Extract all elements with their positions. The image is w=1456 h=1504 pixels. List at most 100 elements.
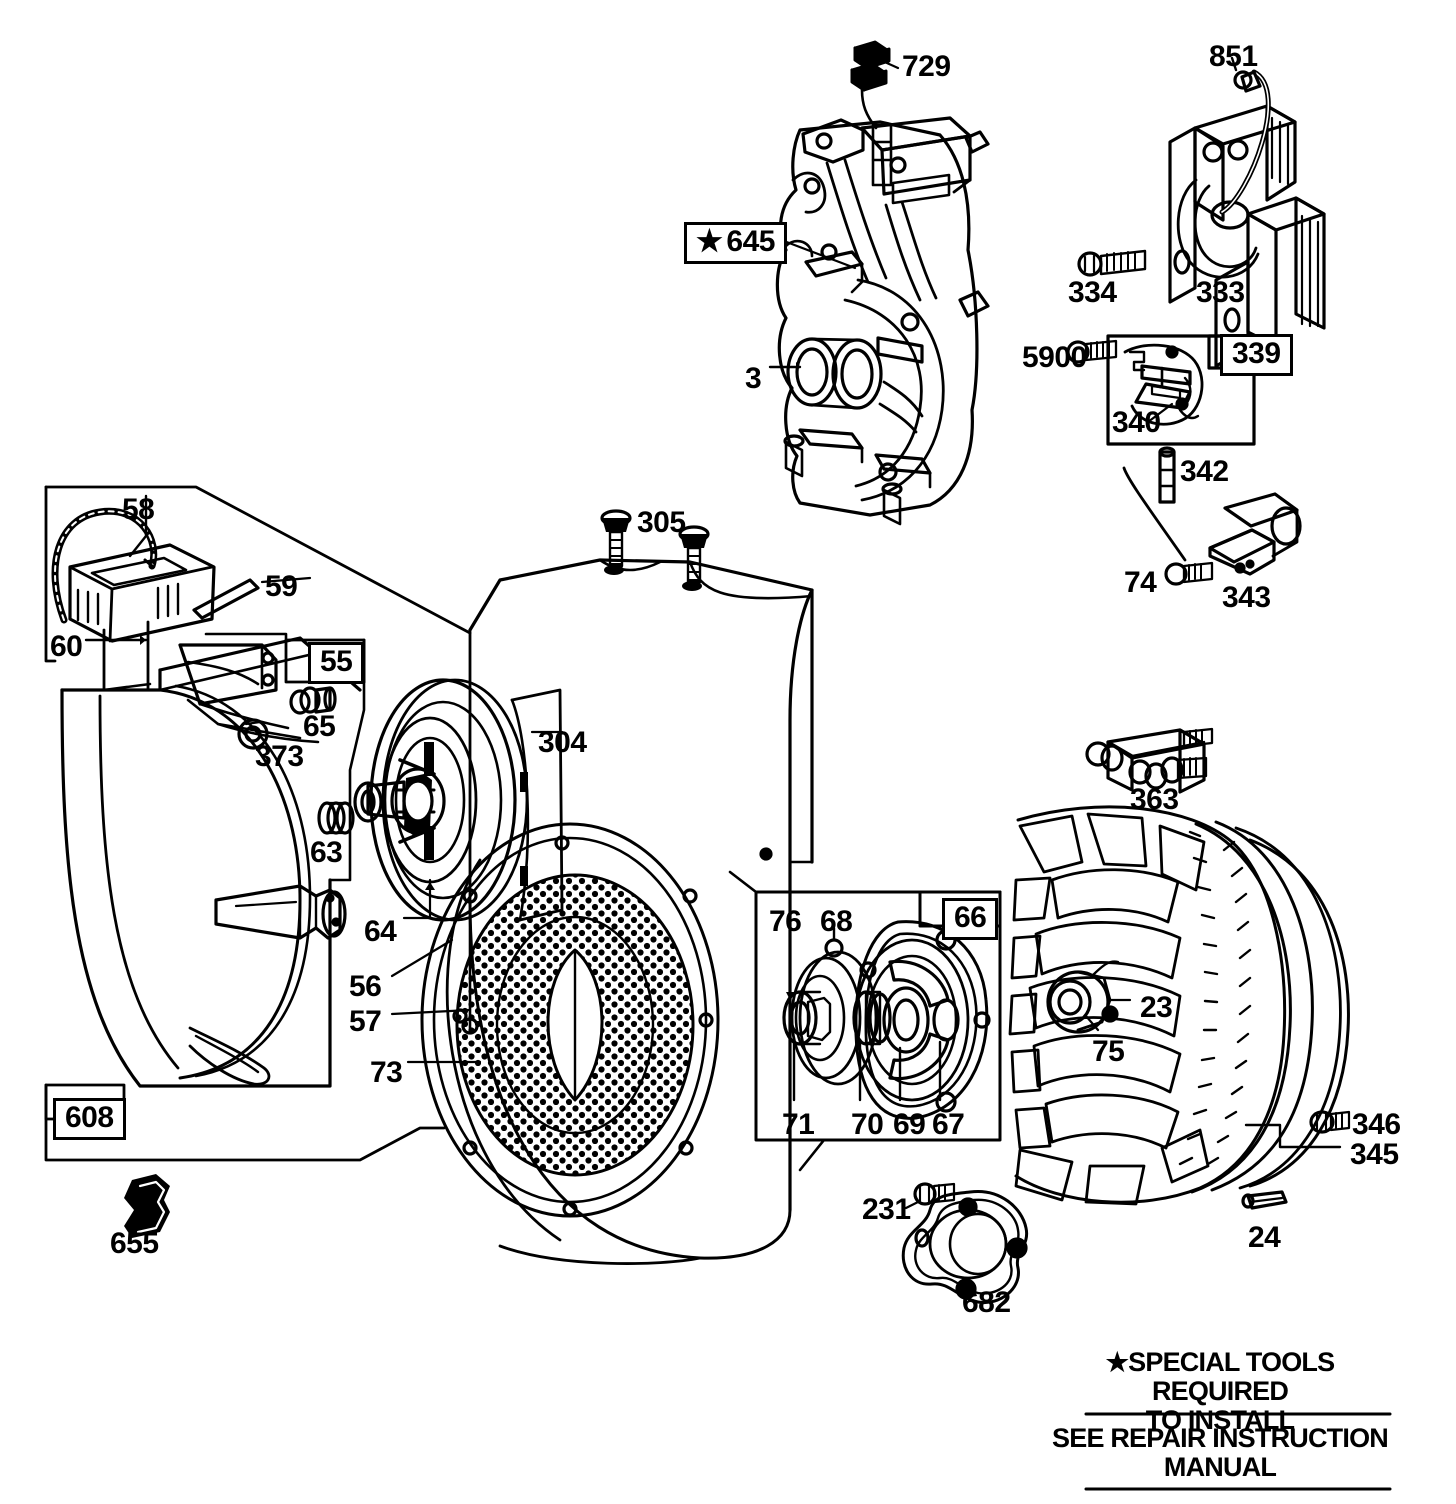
part-333-ignition-coil — [1168, 56, 1326, 368]
legend-special-tools: ★SPECIAL TOOLS REQUIRED TO INSTALL — [1040, 1347, 1400, 1436]
callout-63: 63 — [310, 836, 343, 869]
callout-231: 231 — [862, 1195, 911, 1225]
star-icon: ★ — [696, 225, 723, 258]
callout-5900: 5900 — [1022, 343, 1087, 373]
star-icon: ★ — [1105, 1347, 1129, 1377]
part-65-screw — [289, 686, 337, 715]
callout-23: 23 — [1140, 991, 1173, 1024]
part-24-flywheel-key — [1241, 1190, 1288, 1210]
part-343-condenser — [1122, 466, 1302, 576]
legend-line-2: TO INSTALL — [1145, 1405, 1295, 1436]
callout-3: 3 — [745, 362, 762, 395]
callout-number: 23 — [1140, 991, 1173, 1024]
part-373-nut — [237, 718, 269, 750]
part-304-rewind-pulley — [353, 678, 564, 922]
callout-number: 608 — [65, 1101, 114, 1134]
callout-number: 305 — [637, 506, 686, 539]
callout-75: 75 — [1092, 1035, 1125, 1068]
callout-682: 682 — [962, 1288, 1011, 1318]
callout-number: 373 — [255, 740, 304, 773]
engine-block-645 — [775, 116, 990, 526]
callout-number: 70 — [851, 1108, 884, 1141]
callout-24: 24 — [1248, 1221, 1281, 1254]
callout-333: 333 — [1196, 278, 1245, 308]
callout-number: 75 — [1092, 1035, 1125, 1068]
callout-58: 58 — [122, 493, 155, 526]
callout-345: 345 — [1350, 1140, 1399, 1170]
part-231-screw — [904, 1182, 956, 1210]
callout-65: 65 — [303, 712, 336, 742]
callout-70: 70 — [851, 1108, 884, 1141]
callout-number: 58 — [122, 493, 155, 526]
callout-number: 63 — [310, 836, 343, 869]
callout-68: 68 — [820, 905, 853, 938]
callout-number: 73 — [370, 1056, 403, 1089]
callout-number: 67 — [932, 1108, 965, 1141]
callout-number: 339 — [1232, 337, 1281, 370]
callout-851: 851 — [1209, 42, 1258, 72]
legend-line-1: SPECIAL TOOLS REQUIRED — [1128, 1347, 1335, 1407]
callout-number: 729 — [902, 50, 951, 83]
callout-655: 655 — [110, 1229, 159, 1259]
callout-645: ★645 — [684, 222, 787, 264]
part-63-washers — [317, 801, 355, 835]
callout-number: 24 — [1248, 1221, 1281, 1254]
callout-number: 68 — [820, 905, 853, 938]
callout-number: 69 — [893, 1108, 926, 1141]
legend-line-4: MANUAL — [1163, 1452, 1277, 1483]
callout-71: 71 — [782, 1108, 815, 1141]
callout-number: 645 — [726, 225, 775, 258]
callout-number: 231 — [862, 1193, 911, 1226]
callout-373: 373 — [255, 742, 304, 772]
callout-608: 608 — [53, 1098, 126, 1140]
callout-number: 682 — [962, 1286, 1011, 1319]
callout-number: 346 — [1352, 1108, 1401, 1141]
part-304-blower-housing — [420, 558, 814, 1265]
part-363-starter-clutch — [1085, 727, 1214, 794]
callout-number: 57 — [349, 1005, 382, 1038]
callout-67: 67 — [932, 1108, 965, 1141]
callout-number: 71 — [782, 1108, 815, 1141]
callout-60: 60 — [50, 632, 83, 662]
callout-66: 66 — [942, 898, 999, 940]
callout-number: 55 — [320, 645, 353, 678]
group-66-inset — [754, 890, 1002, 1142]
callout-56: 56 — [349, 972, 382, 1002]
callout-number: 340 — [1112, 406, 1161, 439]
callout-343: 343 — [1222, 583, 1271, 613]
callout-346: 346 — [1352, 1110, 1401, 1140]
callout-number: 74 — [1124, 566, 1157, 599]
callout-number: 76 — [769, 905, 802, 938]
callout-340: 340 — [1112, 408, 1161, 438]
callout-number: 64 — [364, 915, 397, 948]
callout-57: 57 — [349, 1005, 382, 1038]
legend-repair-manual: SEE REPAIR INSTRUCTION MANUAL — [1040, 1423, 1400, 1483]
part-5900-screw — [1066, 339, 1118, 364]
part-346-screw — [1309, 1110, 1351, 1134]
callout-number: 655 — [110, 1227, 159, 1260]
callout-number: 334 — [1068, 276, 1117, 309]
callout-73: 73 — [370, 1056, 403, 1089]
part-342-pin — [1158, 446, 1176, 504]
callout-55: 55 — [308, 642, 365, 684]
callout-number: 3 — [745, 362, 762, 395]
callout-number: 363 — [1130, 783, 1179, 816]
part-60-handle — [68, 543, 216, 692]
callout-305: 305 — [637, 508, 686, 538]
callout-729: 729 — [902, 52, 951, 82]
callout-74: 74 — [1124, 566, 1157, 599]
callout-number: 345 — [1350, 1138, 1399, 1171]
callout-76: 76 — [769, 905, 802, 938]
part-59-pin — [192, 576, 312, 620]
callout-339: 339 — [1220, 334, 1293, 376]
callout-59: 59 — [265, 572, 298, 602]
callout-304: 304 — [538, 728, 587, 758]
part-682-bearing-plate — [901, 1190, 1029, 1305]
part-305-screws — [600, 509, 710, 584]
part-655-clip — [124, 1174, 170, 1238]
callout-number: 304 — [538, 726, 587, 759]
part-608-rewind-cover — [60, 636, 362, 1088]
legend-line-3: SEE REPAIR INSTRUCTION — [1052, 1423, 1389, 1453]
